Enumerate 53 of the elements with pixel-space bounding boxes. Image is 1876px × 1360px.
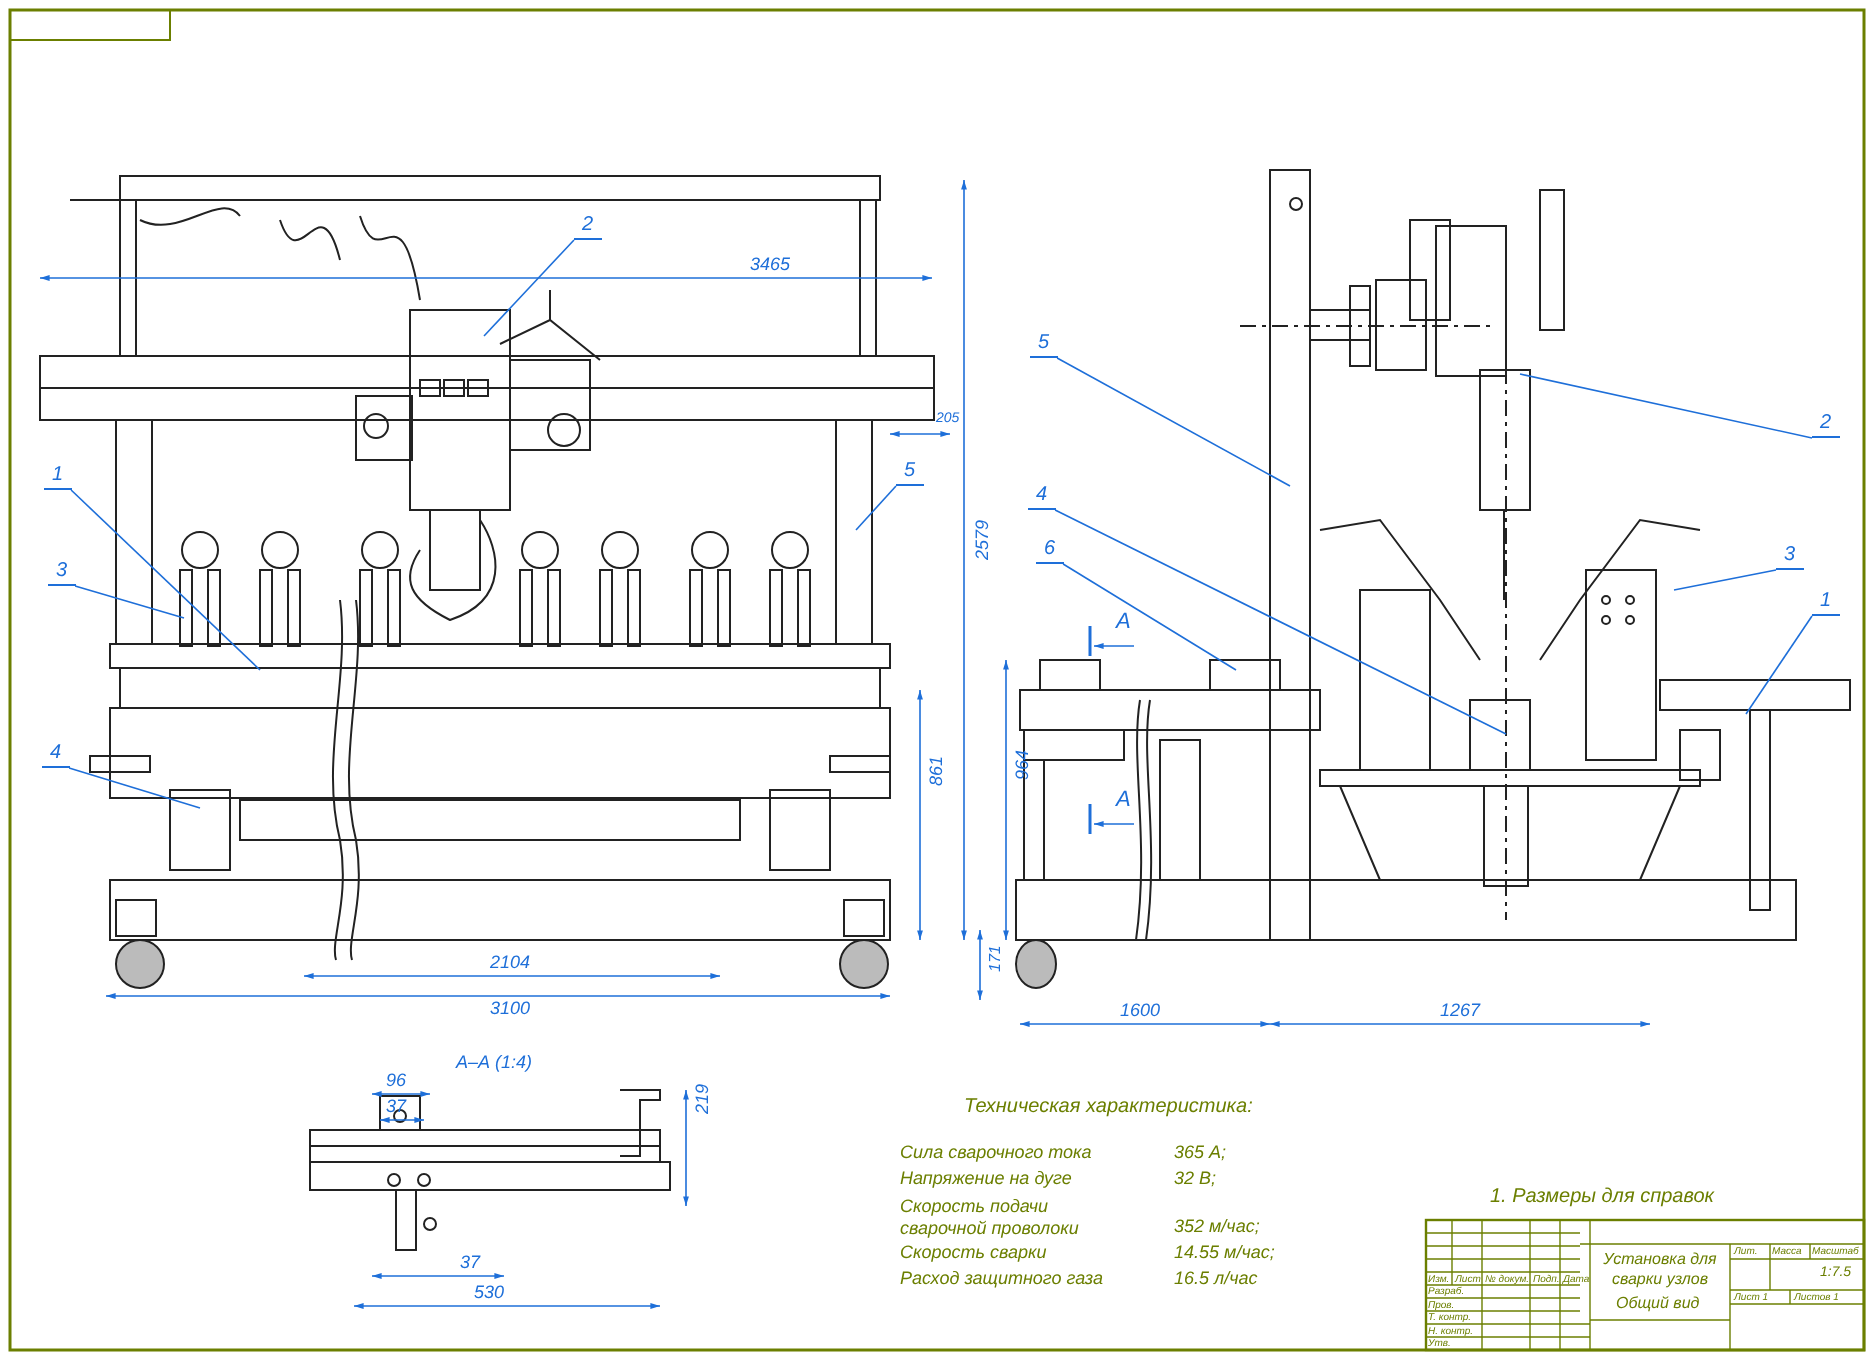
dimension-value: 3100 (490, 1000, 531, 1018)
dimension-value: 219 (694, 1083, 712, 1114)
callout-number: 5 (896, 462, 924, 486)
leader-line (1519, 373, 1813, 439)
leader-line (855, 485, 897, 531)
dimension-value: 530 (474, 1284, 505, 1302)
callout-number: 5 (1030, 334, 1058, 358)
leader-line (74, 585, 185, 619)
dimension-value: 1267 (1440, 1002, 1481, 1020)
dimension-value: 37 (386, 1098, 407, 1116)
callout-number: 2 (1812, 414, 1840, 438)
section-letter: А (1116, 790, 1131, 812)
callout-number: 2 (574, 216, 602, 240)
table-heading: Техническая характеристика: (964, 1098, 1253, 1118)
property-name: Скорость подачи сварочной проволоки (900, 1196, 1081, 1240)
section-letter: А (1116, 612, 1131, 634)
leader-line (1673, 569, 1777, 591)
dimension-value: 3465 (750, 256, 791, 274)
property-name: Сила сварочного тока (900, 1144, 1092, 1162)
dimension-value: 861 (928, 755, 946, 786)
callout-number: 1 (1812, 592, 1840, 616)
callout-number: 6 (1036, 540, 1064, 564)
leader-line (483, 239, 575, 337)
callout-number: 3 (48, 562, 76, 586)
drawing-subtitle: Общий вид (1616, 1296, 1700, 1312)
property-value: 32 В; (1174, 1170, 1217, 1188)
property-value: 352 м/час; (1174, 1218, 1260, 1236)
dimension-value: 171 (988, 945, 1004, 972)
property-name: Расход защитного газа (900, 1270, 1103, 1288)
leader-line (1062, 563, 1237, 671)
property-name: Напряжение на дуге (900, 1170, 1072, 1188)
callout-number: 4 (42, 744, 70, 768)
leader-line (1056, 357, 1291, 487)
property-name: Скорость сварки (900, 1244, 1047, 1262)
section-title: А–А (1:4) (456, 1054, 533, 1072)
leader-line (1745, 615, 1813, 715)
leader-line (68, 767, 201, 809)
property-value: 365 А; (1174, 1144, 1227, 1162)
note-text: 1. Размеры для справок (1490, 1188, 1714, 1208)
leader-line (70, 489, 261, 671)
property-value: 16.5 л/час (1174, 1270, 1258, 1288)
leader-line (1054, 509, 1507, 735)
dimension-value: 96 (386, 1072, 407, 1090)
dimension-value: 37 (460, 1254, 481, 1272)
dimension-value: 2104 (490, 954, 531, 972)
dimension-value: 964 (1014, 749, 1032, 780)
dimension-value: 2579 (974, 519, 992, 560)
callout-number: 1 (44, 466, 72, 490)
callout-number: 4 (1028, 486, 1056, 510)
drawing-title: Установка для сварки узлов (1601, 1250, 1719, 1289)
callout-number: 3 (1776, 546, 1804, 570)
property-value: 14.55 м/час; (1174, 1244, 1275, 1262)
dimension-value: 1600 (1120, 1002, 1161, 1020)
